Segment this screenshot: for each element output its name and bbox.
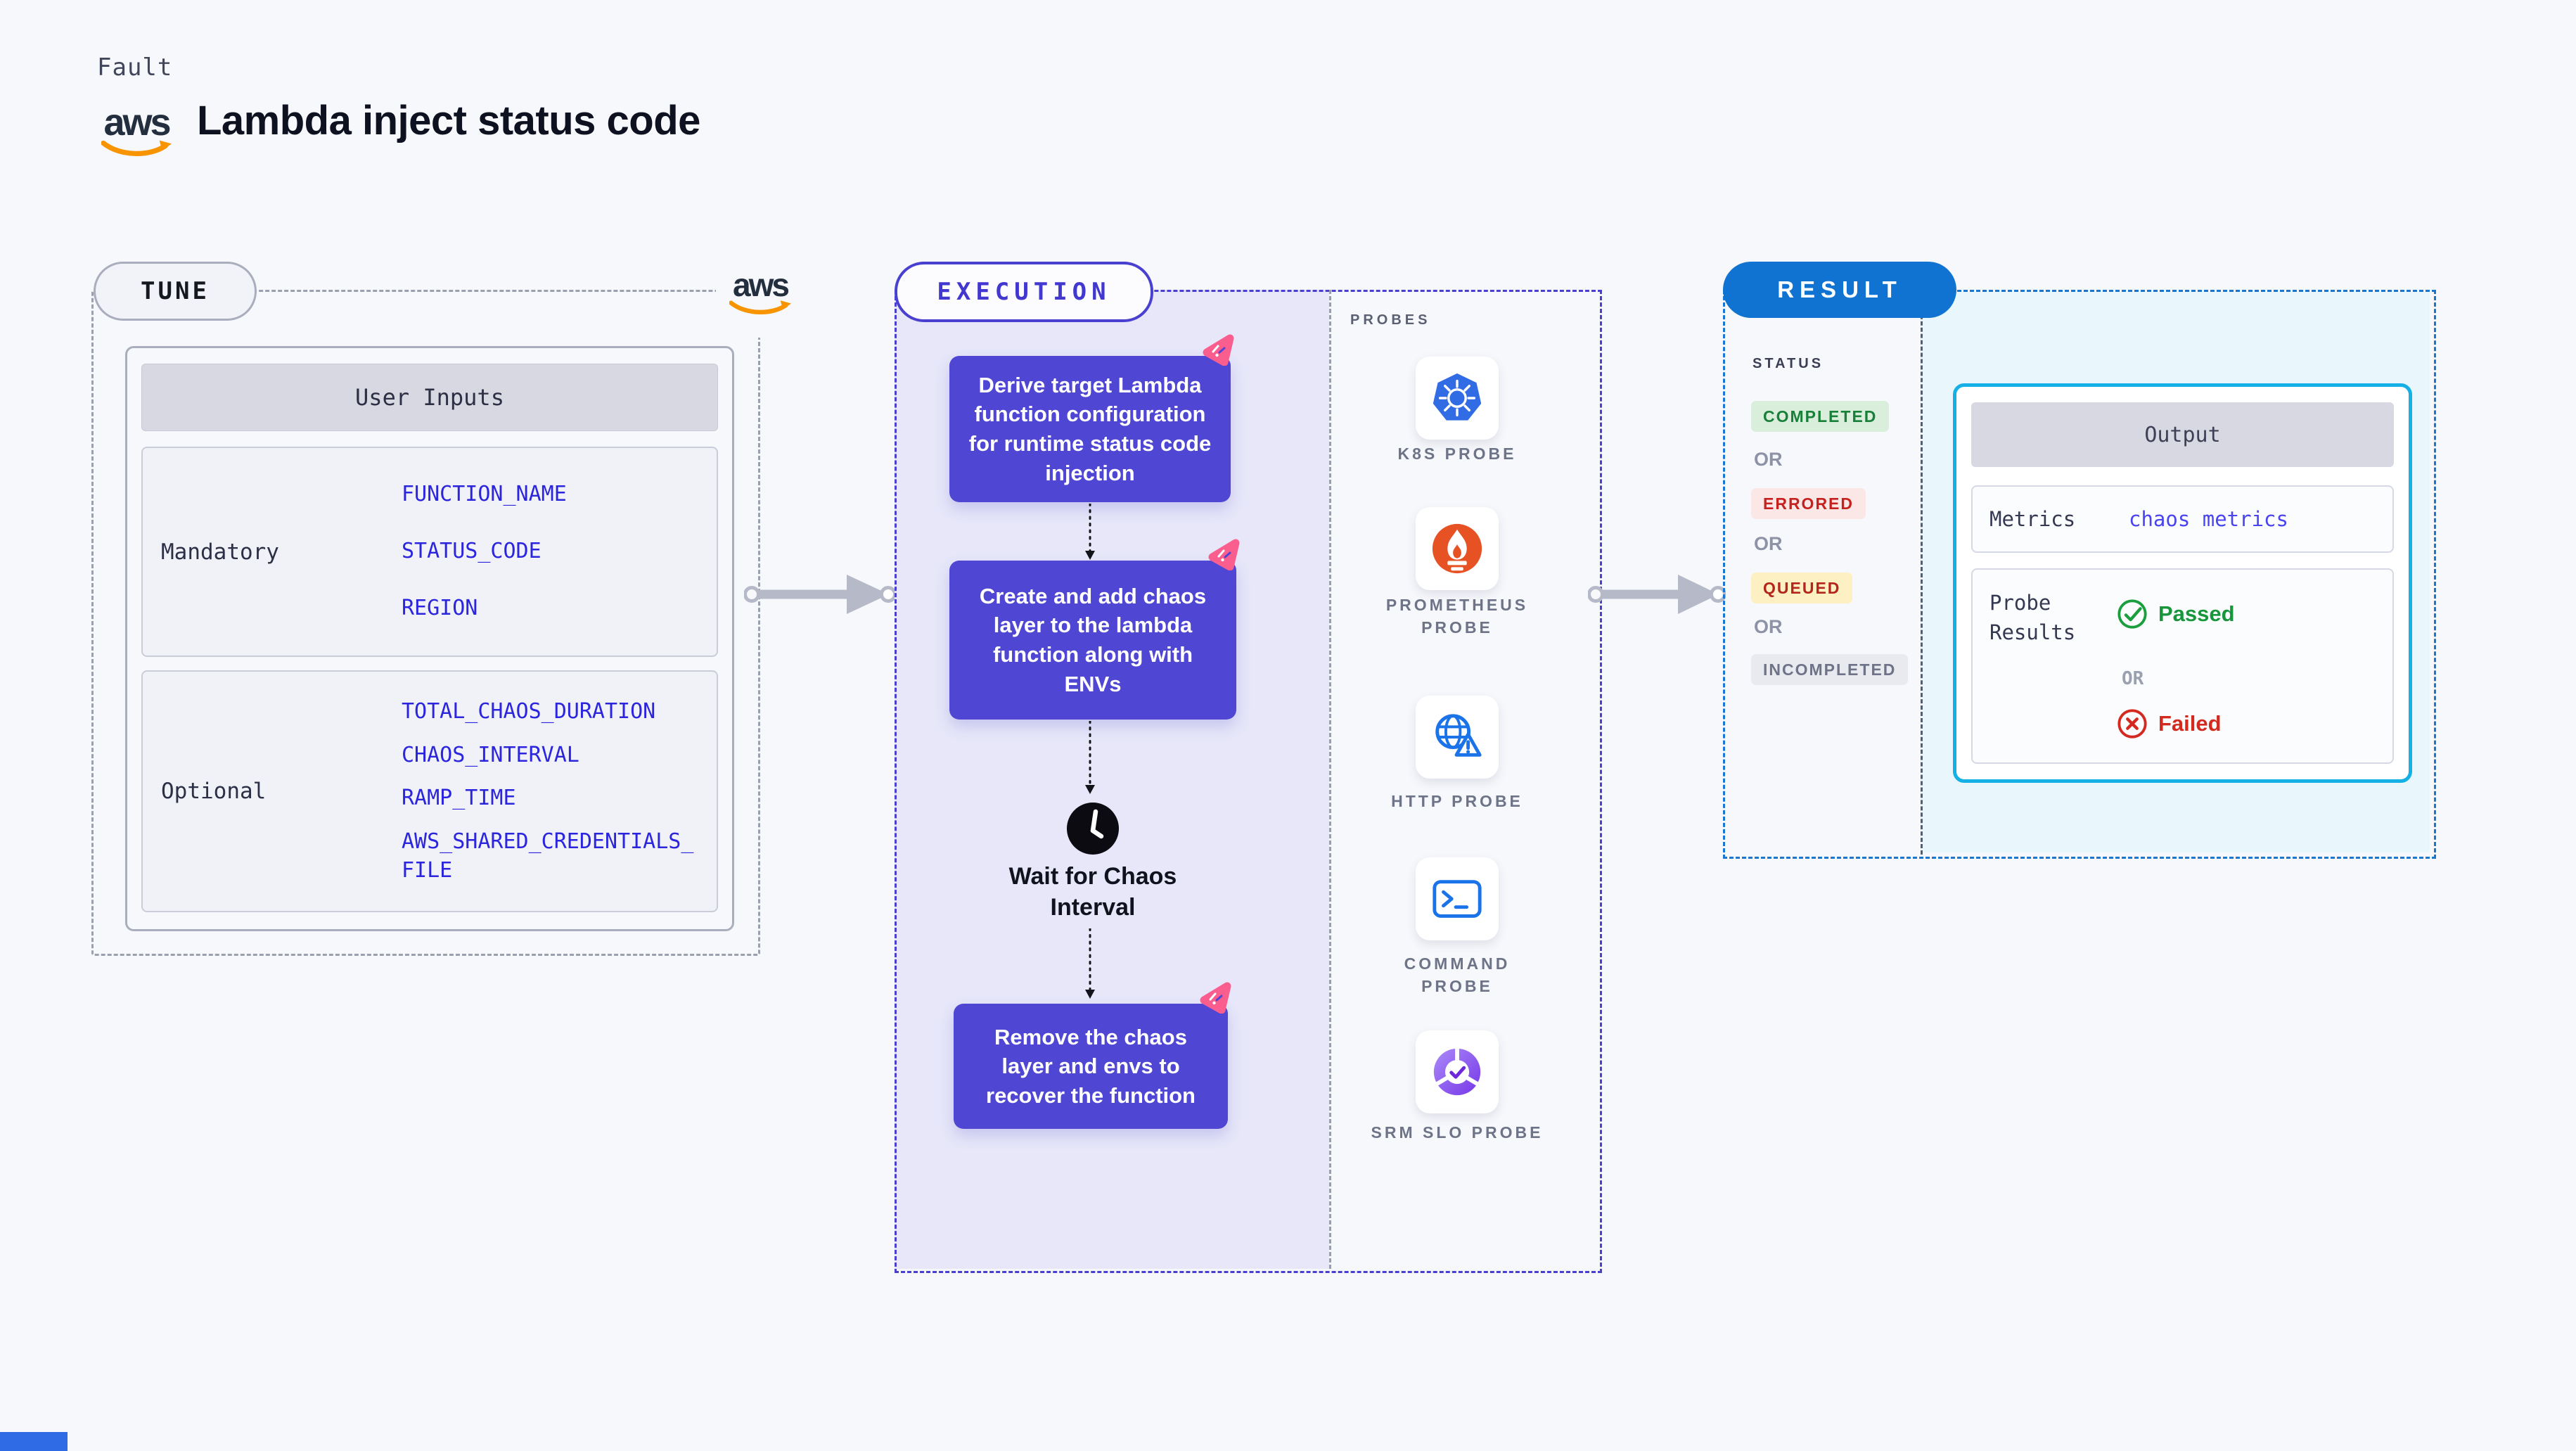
mandatory-env-list: FUNCTION_NAME STATUS_CODE REGION xyxy=(402,448,711,656)
optional-env-list: TOTAL_CHAOS_DURATION CHAOS_INTERVAL RAMP… xyxy=(402,672,711,911)
probe-results-row: Probe Results Passed OR Failed xyxy=(1971,568,2394,764)
tune-pill-label: TUNE xyxy=(141,277,210,305)
metrics-label: Metrics xyxy=(1989,507,2076,531)
step-remove-chaos-layer-text: Remove the chaos layer and envs to recov… xyxy=(986,1024,1196,1108)
aws-logo: aws xyxy=(97,101,176,161)
optional-envs-row: Optional TOTAL_CHAOS_DURATION CHAOS_INTE… xyxy=(141,670,718,912)
optional-label: Optional xyxy=(161,779,267,804)
flow-arrow-execution-to-result xyxy=(1588,575,1726,614)
result-section-border xyxy=(1723,290,2436,859)
user-inputs-header: User Inputs xyxy=(141,364,718,431)
aws-swoosh-icon xyxy=(101,140,172,156)
clock-icon xyxy=(1067,803,1119,855)
x-circle-icon xyxy=(2117,709,2147,739)
status-badge-errored: ERRORED xyxy=(1751,488,1866,519)
terminal-icon xyxy=(1433,880,1482,918)
execution-section-border xyxy=(895,290,1602,1273)
fault-kicker: Fault xyxy=(97,53,173,82)
or-label: OR xyxy=(2122,668,2144,689)
chaos-pinwheel-icon xyxy=(1203,334,1234,366)
output-card: Output Metrics chaos metrics Probe Resul… xyxy=(1953,383,2412,783)
execution-pill: EXECUTION xyxy=(895,262,1153,322)
user-inputs-title: User Inputs xyxy=(355,384,504,411)
probe-card-prometheus xyxy=(1416,507,1499,590)
probe-label-srm-slo: SRM SLO PROBE xyxy=(1371,1123,1544,1142)
or-label: OR xyxy=(1754,533,1783,554)
probe-label-http: HTTP PROBE xyxy=(1391,792,1523,810)
result-pill-label: RESULT xyxy=(1777,276,1902,302)
env-status-code: STATUS_CODE xyxy=(402,539,542,564)
kubernetes-icon xyxy=(1433,373,1482,421)
probe-result-passed: Passed xyxy=(2116,598,2235,630)
chaos-pinwheel-icon xyxy=(1200,982,1231,1014)
mandatory-label: Mandatory xyxy=(161,539,279,565)
probe-card-srm-slo xyxy=(1416,1030,1499,1113)
aws-logo-small: aws xyxy=(716,252,805,338)
bottom-left-blue-strip xyxy=(0,1432,68,1451)
prometheus-icon xyxy=(1432,523,1482,574)
env-function-name: FUNCTION_NAME xyxy=(402,482,567,507)
aws-logo-small-text: aws xyxy=(733,267,790,304)
status-heading: STATUS xyxy=(1752,356,1824,371)
mandatory-envs-row: Mandatory FUNCTION_NAME STATUS_CODE REGI… xyxy=(141,447,718,657)
aws-logo-text: aws xyxy=(103,101,171,143)
dotted-connector xyxy=(1085,721,1095,794)
status-badge-completed: COMPLETED xyxy=(1751,401,1890,432)
or-label: OR xyxy=(1754,449,1783,470)
slo-donut-check-icon xyxy=(1433,1046,1481,1096)
passed-label: Passed xyxy=(2158,601,2235,626)
chaos-pinwheel-icon xyxy=(1208,539,1240,570)
probe-card-http xyxy=(1416,696,1499,779)
dotted-connector xyxy=(1085,504,1095,560)
execution-pill-label: EXECUTION xyxy=(937,278,1111,306)
step-remove-chaos-layer: Remove the chaos layer and envs to recov… xyxy=(954,982,1231,1129)
tune-pill: TUNE xyxy=(94,262,257,321)
step-add-chaos-layer-text: Create and add chaos layer to the lambda… xyxy=(979,583,1207,696)
execution-probes-divider xyxy=(1329,290,1331,1269)
probe-card-command xyxy=(1416,857,1499,940)
or-label: OR xyxy=(1754,616,1783,637)
output-header: Output xyxy=(1971,402,2394,467)
wait-for-chaos-interval-label: Wait for Chaos Interval xyxy=(1008,863,1177,921)
probe-label-k8s: K8S PROBE xyxy=(1397,445,1517,463)
step-derive-config-text: Derive target Lambda function configurat… xyxy=(968,372,1212,485)
env-chaos-interval: CHAOS_INTERVAL xyxy=(402,742,579,767)
failed-label: Failed xyxy=(2158,711,2222,736)
result-pill: RESULT xyxy=(1723,262,1956,318)
aws-swoosh-icon xyxy=(729,300,791,314)
status-badge-incompleted: INCOMPLETED xyxy=(1751,654,1909,685)
tune-section-border xyxy=(91,290,760,956)
dotted-connector xyxy=(1085,928,1095,999)
env-total-chaos-duration: TOTAL_CHAOS_DURATION xyxy=(402,698,656,724)
probes-heading: PROBES xyxy=(1350,312,1431,328)
env-aws-shared-credentials-file: AWS_SHARED_CREDENTIALS_FILE xyxy=(402,829,694,883)
user-inputs-card: User Inputs Mandatory FUNCTION_NAME STAT… xyxy=(125,346,734,931)
status-badge-queued: QUEUED xyxy=(1751,573,1853,603)
probe-results-label: Probe Results xyxy=(1989,591,2076,645)
output-title: Output xyxy=(2144,422,2221,447)
step-derive-config: Derive target Lambda function configurat… xyxy=(949,334,1234,502)
result-inner-divider xyxy=(1921,290,1923,855)
globe-warning-icon xyxy=(1435,714,1482,757)
page-title: Lambda inject status code xyxy=(197,98,700,143)
check-circle-icon xyxy=(2117,599,2147,629)
probe-label-prometheus: PROMETHEUS PROBE xyxy=(1385,596,1529,637)
metrics-value: chaos metrics xyxy=(2129,507,2288,531)
probe-card-k8s xyxy=(1416,357,1499,440)
probe-result-failed: Failed xyxy=(2116,708,2222,740)
env-ramp-time: RAMP_TIME xyxy=(402,786,516,811)
step-add-chaos-layer: Create and add chaos layer to the lambda… xyxy=(949,539,1240,720)
env-region: REGION xyxy=(402,596,478,621)
probe-label-command: COMMAND PROBE xyxy=(1404,954,1511,995)
metrics-row: Metrics chaos metrics xyxy=(1971,485,2394,553)
flow-arrow-tune-to-execution xyxy=(744,575,896,614)
